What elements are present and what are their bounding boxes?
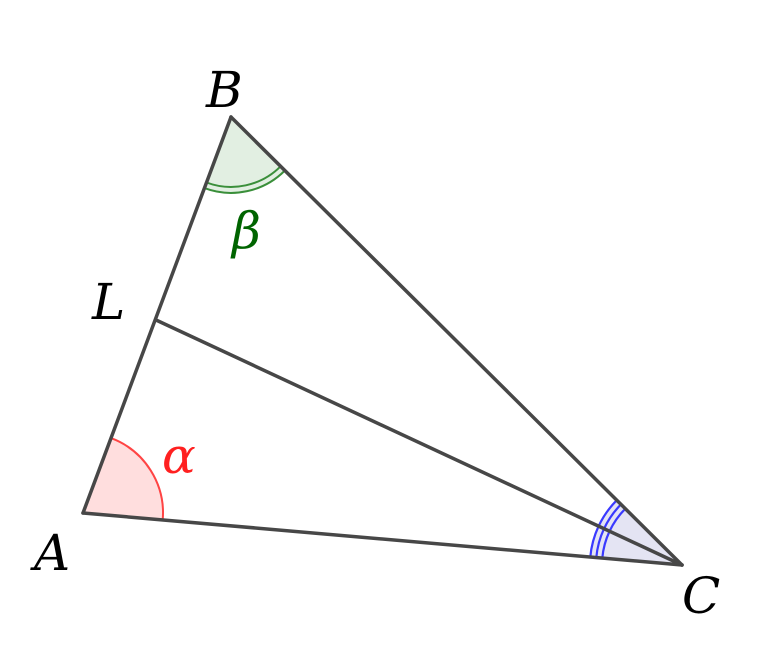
label-beta: β: [230, 202, 261, 260]
angle-alpha-arc: [110, 437, 164, 520]
side-ac: [81, 511, 684, 567]
label-a: A: [30, 524, 70, 582]
label-b: B: [205, 61, 243, 119]
angle-alpha-sector: [83, 438, 163, 520]
label-alpha: α: [162, 427, 196, 485]
side-bc: [229, 115, 684, 567]
label-l: L: [91, 273, 125, 331]
side-ab: [81, 115, 233, 515]
angle-beta-arc-outer: [204, 169, 286, 194]
segment-lc: [154, 318, 684, 567]
angle-beta-arc-inner: [206, 165, 282, 188]
angle-gamma-sector: [590, 500, 682, 565]
label-c: C: [682, 567, 720, 625]
